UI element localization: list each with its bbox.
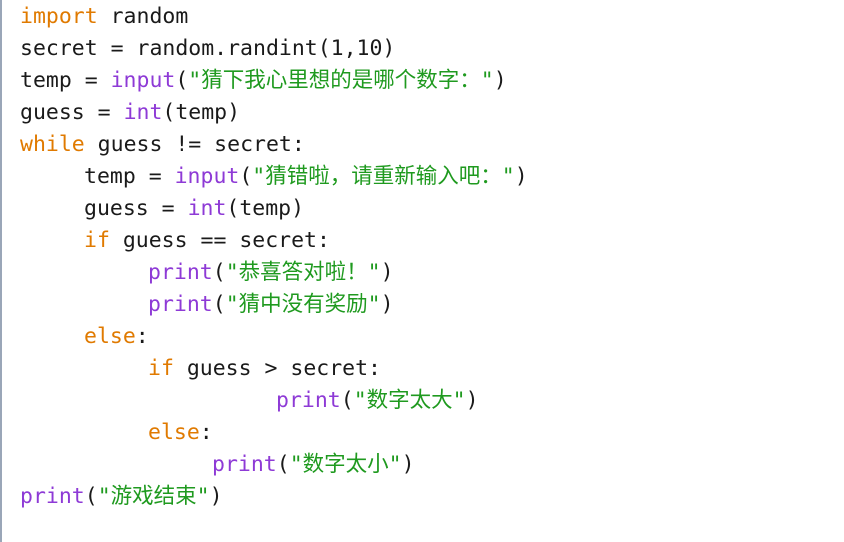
code-line[interactable]: guess = int(temp) xyxy=(20,97,840,129)
code-text: ) xyxy=(209,484,223,509)
code-line[interactable]: while guess != secret: xyxy=(20,129,840,161)
code-text: ) xyxy=(380,292,394,317)
code-string: "猜下我心里想的是哪个数字：" xyxy=(188,68,494,93)
code-text: ) xyxy=(401,452,415,477)
code-area[interactable]: import random secret = random.randint(1,1… xyxy=(20,1,840,513)
code-text: ( xyxy=(212,260,226,285)
code-string: "数字太大" xyxy=(353,388,466,413)
code-text: (temp) xyxy=(226,196,305,221)
code-string: "数字太小" xyxy=(289,452,402,477)
code-text: : xyxy=(135,324,149,349)
code-text: ( xyxy=(239,164,253,189)
code-line[interactable]: if guess > secret: xyxy=(20,353,840,385)
code-line[interactable]: secret = random.randint(1,10) xyxy=(20,33,840,65)
code-keyword: if xyxy=(84,228,110,253)
code-text: ) xyxy=(380,260,394,285)
code-line[interactable]: print("游戏结束") xyxy=(20,481,840,513)
code-line[interactable]: import random xyxy=(20,1,840,33)
code-text: temp = xyxy=(84,164,175,189)
code-builtin: print xyxy=(276,388,341,413)
code-text: guess != secret: xyxy=(84,132,305,157)
code-text: ) xyxy=(493,68,507,93)
code-text: (temp) xyxy=(162,100,241,125)
code-builtin: print xyxy=(212,452,277,477)
code-string: "猜错啦，请重新输入吧：" xyxy=(252,164,515,189)
code-text: guess > secret: xyxy=(173,356,381,381)
code-text: random xyxy=(97,4,189,29)
code-keyword: while xyxy=(20,132,85,157)
code-text: temp = xyxy=(20,68,111,93)
code-text: ( xyxy=(84,484,98,509)
code-builtin: int xyxy=(123,100,163,125)
code-keyword: else xyxy=(84,324,136,349)
code-line[interactable]: guess = int(temp) xyxy=(20,193,840,225)
code-builtin: input xyxy=(174,164,240,189)
code-text: secret = random.randint(1,10) xyxy=(20,36,396,61)
code-string: "猜中没有奖励" xyxy=(225,292,381,317)
code-keyword: else xyxy=(148,420,200,445)
code-line[interactable]: else: xyxy=(20,417,840,449)
code-builtin: input xyxy=(110,68,176,93)
code-text: guess = xyxy=(84,196,188,221)
code-text: ( xyxy=(175,68,189,93)
code-text: ( xyxy=(212,292,226,317)
code-text: ( xyxy=(340,388,354,413)
code-keyword: if xyxy=(148,356,174,381)
code-string: "恭喜答对啦！" xyxy=(225,260,381,285)
code-builtin: print xyxy=(148,292,213,317)
code-text: guess = xyxy=(20,100,124,125)
code-string: "游戏结束" xyxy=(97,484,210,509)
code-line[interactable]: if guess == secret: xyxy=(20,225,840,257)
code-line[interactable]: print("恭喜答对啦！") xyxy=(20,257,840,289)
code-text: : xyxy=(199,420,213,445)
code-builtin: print xyxy=(20,484,85,509)
code-text: ) xyxy=(514,164,528,189)
code-text: guess == secret: xyxy=(109,228,330,253)
code-line[interactable]: else: xyxy=(20,321,840,353)
code-line[interactable]: print("数字太小") xyxy=(20,449,840,481)
code-line[interactable]: temp = input("猜下我心里想的是哪个数字：") xyxy=(20,65,840,97)
code-line[interactable]: print("猜中没有奖励") xyxy=(20,289,840,321)
code-builtin: int xyxy=(187,196,227,221)
code-text: ) xyxy=(465,388,479,413)
code-builtin: print xyxy=(148,260,213,285)
code-keyword: import xyxy=(20,4,98,29)
code-line[interactable]: temp = input("猜错啦，请重新输入吧：") xyxy=(20,161,840,193)
code-line[interactable]: print("数字太大") xyxy=(20,385,840,417)
code-text: ( xyxy=(276,452,290,477)
